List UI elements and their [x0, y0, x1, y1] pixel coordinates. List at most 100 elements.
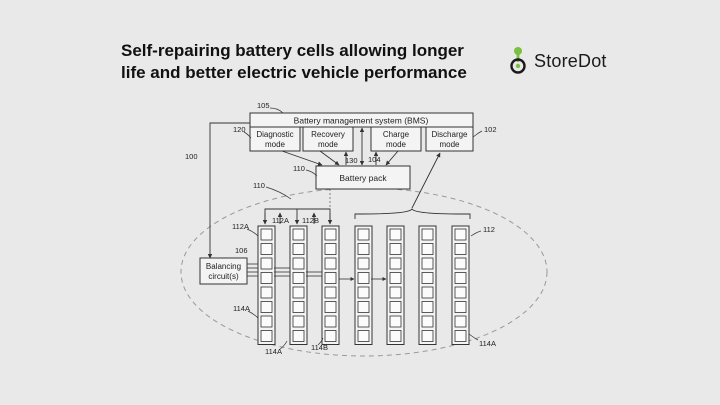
ref-120: 120: [233, 125, 246, 134]
battery-cell: [260, 243, 273, 255]
cell-column: [257, 225, 276, 345]
mode-recovery-line-1: Recovery: [311, 130, 345, 139]
cell-column: [321, 225, 340, 345]
battery-cell: [260, 330, 273, 342]
battery-cell: [292, 330, 305, 342]
battery-cell: [389, 301, 402, 313]
mode-recovery: Recovery mode: [302, 126, 354, 152]
ref-104: 104: [368, 155, 381, 164]
bms-block: Battery management system (BMS): [249, 112, 474, 128]
battery-cell: [324, 315, 337, 328]
mode-discharge: Discharge mode: [425, 126, 474, 152]
mode-discharge-line-1: Discharge: [431, 130, 468, 139]
battery-cell: [324, 330, 337, 342]
battery-cell: [389, 315, 402, 328]
ref-112b: 112B: [302, 216, 319, 225]
battery-cell: [260, 272, 273, 284]
battery-cell: [389, 272, 402, 284]
battery-cell: [454, 315, 467, 328]
battery-cell: [324, 272, 337, 284]
battery-cell: [357, 286, 370, 299]
battery-cell: [454, 286, 467, 299]
balancing-connectors: [247, 263, 387, 281]
battery-cell: [260, 301, 273, 313]
mode-recovery-line-2: mode: [318, 140, 339, 149]
cell-column: [354, 225, 373, 345]
mode-charge-line-1: Charge: [383, 130, 410, 139]
ref-112: 112: [483, 225, 495, 234]
battery-cell: [292, 315, 305, 328]
battery-cell: [454, 243, 467, 255]
headline-line-1: Self-repairing battery cells allowing lo…: [121, 41, 464, 60]
mode-discharge-line-2: mode: [439, 140, 460, 149]
mode-charge-line-2: mode: [386, 140, 407, 149]
battery-cell: [454, 228, 467, 241]
battery-cell: [454, 301, 467, 313]
cell-column: [386, 225, 405, 345]
cell-columns: [257, 225, 470, 345]
cell-column: [418, 225, 437, 345]
battery-cell: [421, 315, 434, 328]
balancing-line-2: circuit(s): [208, 272, 239, 281]
battery-cell: [454, 257, 467, 270]
mode-diagnostic: Diagnostic mode: [249, 126, 301, 152]
brand-logo: StoreDot: [508, 46, 607, 76]
battery-cell: [292, 243, 305, 255]
battery-cell: [389, 330, 402, 342]
ref-114b: 114B: [311, 343, 328, 352]
ref-114a-right: 114A: [479, 339, 496, 348]
battery-cell: [324, 301, 337, 313]
battery-cell: [324, 286, 337, 299]
ref-106: 106: [235, 246, 248, 255]
ref-130: 130: [345, 156, 358, 165]
ref-112a-mid: 112A: [272, 216, 289, 225]
cell-column: [289, 225, 308, 345]
battery-pack-block: Battery pack: [315, 165, 411, 190]
battery-cell: [421, 330, 434, 342]
battery-cell: [292, 286, 305, 299]
battery-cell: [389, 286, 402, 299]
bms-label: Battery management system (BMS): [294, 116, 429, 126]
battery-cell: [260, 315, 273, 328]
battery-cell: [389, 257, 402, 270]
battery-cell: [292, 272, 305, 284]
battery-cell: [357, 315, 370, 328]
battery-cell: [357, 301, 370, 313]
ref-110-region: 110: [253, 181, 265, 190]
ref-114a-left: 114A: [233, 304, 250, 313]
battery-cell: [324, 257, 337, 270]
cell-column: [451, 225, 470, 345]
battery-cell: [292, 257, 305, 270]
balancing-line-1: Balancing: [206, 262, 241, 271]
ref-105: 105: [257, 101, 270, 110]
battery-cell: [421, 228, 434, 241]
battery-cell: [357, 257, 370, 270]
battery-cell: [260, 228, 273, 241]
battery-cell: [454, 330, 467, 342]
brand-name: StoreDot: [534, 50, 607, 71]
battery-cell: [357, 272, 370, 284]
battery-cell: [421, 243, 434, 255]
battery-cell: [357, 228, 370, 241]
ref-102: 102: [484, 125, 497, 134]
ref-100: 100: [185, 152, 198, 161]
battery-cell: [421, 286, 434, 299]
battery-cell: [324, 243, 337, 255]
mode-charge: Charge mode: [370, 126, 422, 152]
headline: Self-repairing battery cells allowing lo…: [121, 40, 467, 84]
battery-cell: [357, 243, 370, 255]
battery-pack-label: Battery pack: [339, 173, 387, 183]
battery-cell: [389, 243, 402, 255]
headline-line-2: life and better electric vehicle perform…: [121, 63, 467, 82]
ref-112a-top: 112A: [232, 222, 249, 231]
balancing-circuit-block: Balancing circuit(s): [199, 257, 248, 285]
ref-110-pack: 110: [293, 164, 305, 173]
battery-cell: [260, 286, 273, 299]
battery-cell: [421, 301, 434, 313]
mode-diagnostic-line-1: Diagnostic: [256, 130, 293, 139]
battery-cell: [421, 257, 434, 270]
mode-diagnostic-line-2: mode: [265, 140, 286, 149]
ref-114a-bottom: 114A: [265, 347, 282, 356]
battery-cell: [260, 257, 273, 270]
